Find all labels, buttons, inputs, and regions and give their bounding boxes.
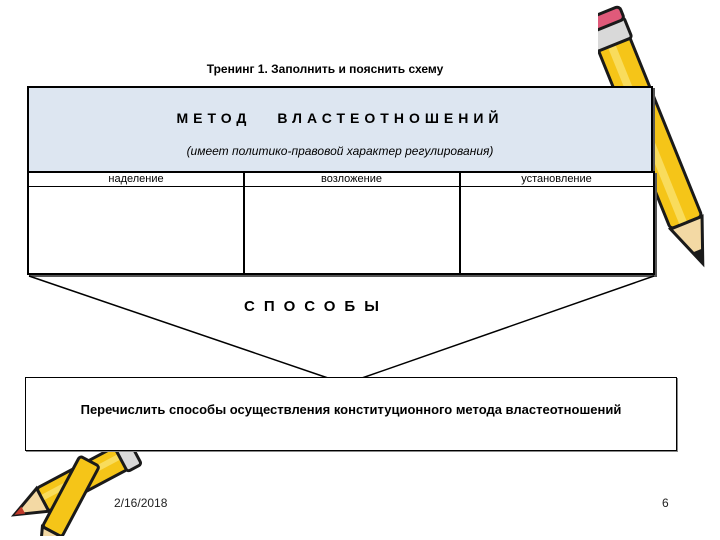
methods-label: СПОСОБЫ xyxy=(244,298,388,315)
pencil-icon xyxy=(10,437,142,536)
method-subtitle: (имеет политико-правовой характер регули… xyxy=(186,144,494,158)
power-relations-word: ВЛАСТЕОТНОШЕНИЙ xyxy=(277,110,504,126)
method-box: МЕТОД ВЛАСТЕОТНОШЕНИЙ (имеет политико-пра… xyxy=(27,86,653,186)
method-heading: МЕТОД ВЛАСТЕОТНОШЕНИЙ xyxy=(29,110,651,126)
column-header-vozlozhenie: возложение xyxy=(244,173,459,187)
columns-box: наделение возложение установление xyxy=(27,171,655,275)
task-text: Перечислить способы осуществления консти… xyxy=(80,402,622,417)
column-header-ustanovlenie: установление xyxy=(460,173,653,187)
column-divider xyxy=(243,173,245,273)
slide-title: Тренинг 1. Заполнить и пояснить схему xyxy=(206,62,444,76)
page-number: 6 xyxy=(662,496,669,510)
footer-date: 2/16/2018 xyxy=(114,496,168,510)
task-box[interactable]: Перечислить способы осуществления консти… xyxy=(25,377,677,451)
method-word: МЕТОД xyxy=(176,110,252,126)
column-divider xyxy=(459,173,461,273)
column-header-naделение: наделение xyxy=(29,173,243,187)
